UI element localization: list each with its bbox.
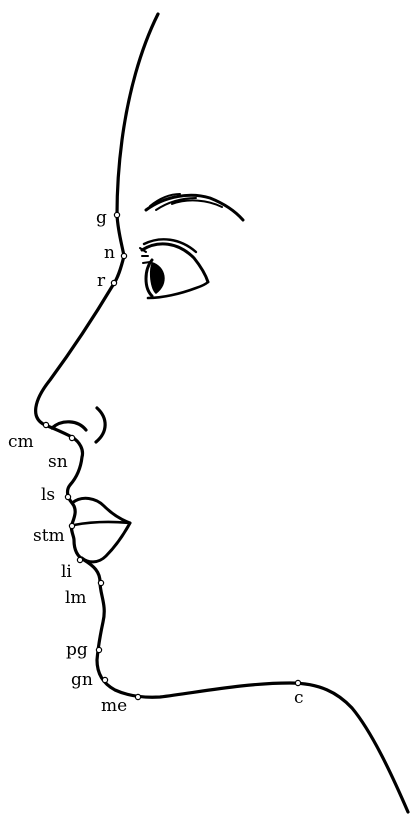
label-me: me	[101, 696, 127, 716]
label-ls: ls	[41, 485, 55, 505]
point-gn	[102, 677, 107, 682]
nose-ala	[96, 408, 105, 442]
pupil	[150, 262, 165, 294]
lower-lip	[82, 523, 130, 562]
point-r	[111, 280, 116, 285]
point-li	[77, 557, 82, 562]
label-lm: lm	[65, 588, 87, 608]
label-c: c	[294, 688, 304, 708]
point-cm	[43, 422, 48, 427]
point-n	[121, 253, 126, 258]
point-lm	[98, 580, 103, 585]
lip-line	[74, 522, 130, 525]
label-cm: cm	[8, 432, 34, 452]
point-ls	[65, 494, 70, 499]
label-n: n	[104, 243, 115, 263]
label-gn: gn	[71, 670, 93, 690]
point-g	[114, 212, 119, 217]
point-sn	[69, 435, 74, 440]
profile-outline	[36, 14, 408, 812]
label-li: li	[61, 562, 72, 582]
point-stm	[69, 523, 74, 528]
label-pg: pg	[66, 640, 88, 660]
label-r: r	[97, 271, 106, 291]
point-pg	[96, 647, 101, 652]
label-g: g	[96, 208, 107, 228]
label-sn: sn	[48, 452, 68, 472]
label-stm: stm	[33, 526, 65, 546]
upper-lip	[72, 498, 130, 523]
point-c	[295, 680, 300, 685]
point-me	[135, 694, 140, 699]
